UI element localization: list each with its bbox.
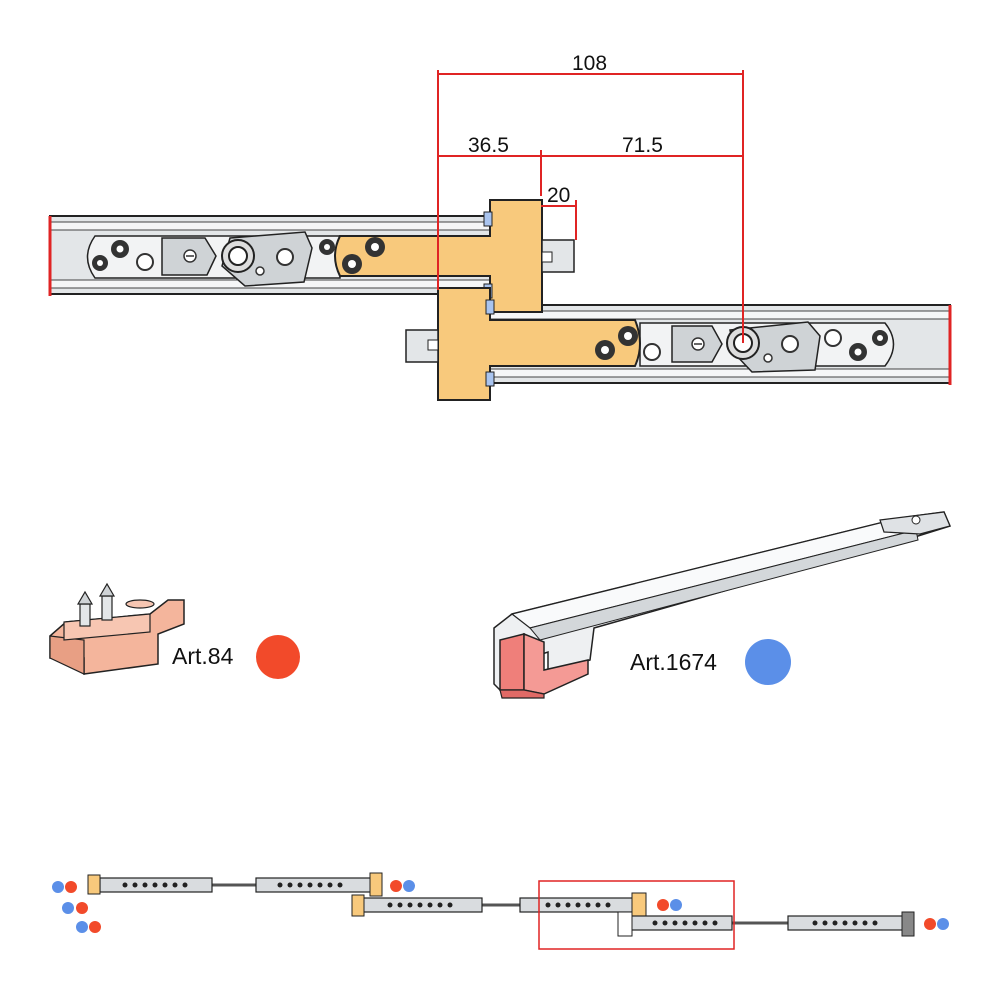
lower-right-rail: [485, 304, 952, 385]
dimension-total-label: 108: [572, 52, 607, 75]
dimension-lines: [437, 70, 744, 343]
overview-highlight-box: [538, 880, 735, 950]
art-1674-part: [493, 511, 952, 699]
lower-connector-bracket: [405, 287, 641, 401]
dimension-left-offset-label: 36.5: [468, 134, 509, 157]
art-84-dot-marker: [256, 635, 300, 679]
overview-dot-markers: [52, 880, 949, 933]
overview-strip: [52, 872, 949, 950]
art-1674-dot-marker: [745, 639, 791, 685]
upper-left-rail: [48, 215, 491, 296]
dimension-right-offset-label: 71.5: [622, 134, 663, 157]
art-1674-label: Art.1674: [630, 649, 717, 675]
art-84-label: Art.84: [172, 643, 234, 669]
dimension-pin-label: 20: [547, 184, 570, 207]
art-84-part: [49, 582, 185, 675]
top-assembly: 108 36.5 71.5 20: [48, 52, 952, 401]
